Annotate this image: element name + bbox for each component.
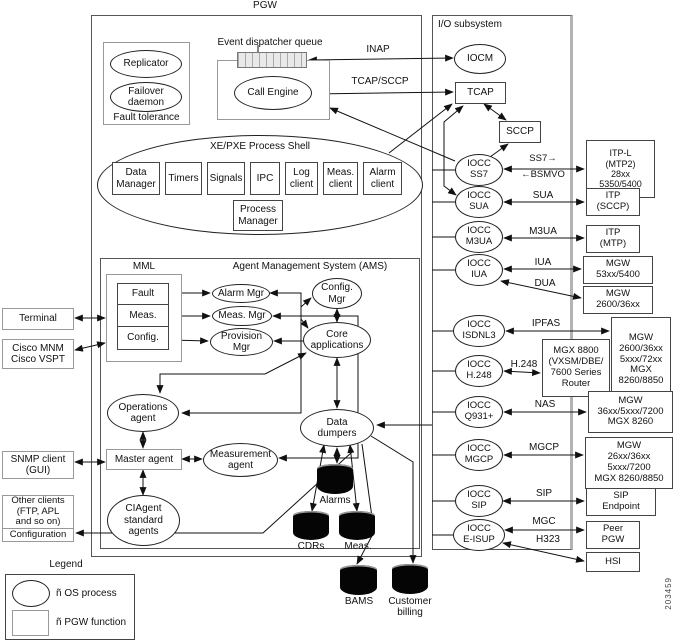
iocc-q931-process: IOCC Q931+	[455, 396, 503, 428]
bams-store-label: BAMS	[344, 595, 374, 607]
io-subsystem-title: I/O subsystem	[438, 19, 502, 31]
replicator-process: Replicator	[110, 50, 182, 78]
mgc-label: MGC	[532, 515, 556, 527]
iocc-sua-process: IOCC SUA	[455, 186, 503, 218]
call-engine-process: Call Engine	[234, 76, 312, 110]
other-clients-box: Other clients (FTP, APL and so on)	[2, 495, 74, 529]
iocc-h248-process: IOCC H.248	[455, 355, 503, 387]
operations-agent-process: Operations agent	[107, 394, 179, 432]
alarm-client-function: Alarm client	[363, 162, 402, 195]
itp-mtp-box: ITP (MTP)	[586, 225, 640, 253]
iocc-ss7-process: IOCC SS7	[455, 154, 503, 186]
event-dispatcher-queue	[237, 52, 307, 68]
pgw-title: PGW	[253, 0, 277, 12]
bams-store	[340, 565, 377, 595]
meas-client-function: Meas. client	[323, 162, 358, 195]
meas-store	[339, 511, 375, 540]
configuration-box: Configuration	[2, 528, 74, 542]
legend-os-process-label: ñ OS process	[56, 588, 117, 600]
cdrs-store-label: CDRs	[297, 540, 325, 552]
sip-label: SIP	[535, 487, 553, 499]
mgw-2600-mgx-box: MGW 2600/36xx 5xxx/72xx MGX 8260/8850	[611, 317, 671, 403]
ss7-label: SS7→	[529, 153, 557, 165]
h248-label: H.248	[510, 358, 538, 370]
log-client-function: Log client	[285, 162, 318, 195]
sip-endpoint-box: SIP Endpoint	[586, 488, 656, 516]
peer-pgw-box: Peer PGW	[586, 521, 640, 549]
terminal-box: Terminal	[2, 308, 74, 330]
mgw-5400-box: MGW 53xx/5400	[583, 256, 653, 284]
mgcp-label: MGCP	[529, 441, 559, 453]
cisco-mnm-vspt-box: Cisco MNM Cisco VSPT	[2, 339, 74, 369]
process-manager-function: Process Manager	[233, 200, 283, 231]
legend-os-process-shape	[12, 580, 50, 607]
xe-pxe-shell-title: XE/PXE Process Shell	[209, 141, 311, 153]
core-applications-process: Core applications	[303, 322, 371, 358]
data-dumpers-process: Data dumpers	[300, 409, 374, 447]
iocm-process: IOCM	[454, 44, 506, 74]
legend-title: Legend	[49, 559, 83, 571]
customer-billing-store	[392, 564, 428, 594]
fault-function: Fault	[117, 283, 169, 305]
itp-sccp-box: ITP (SCCP)	[586, 188, 640, 216]
alarms-store	[317, 464, 353, 494]
meas-store-label: Meas.	[344, 540, 372, 552]
mgw-7200-box: MGW 36xx/5xxx/7200 MGX 8260	[588, 391, 673, 433]
alarm-mgr-process: Alarm Mgr	[212, 284, 270, 303]
sccp-function: SCCP	[499, 121, 541, 143]
mgw-8850-box: MGW 26xx/36xx 5xxx/7200 MGX 8260/8850	[585, 437, 673, 489]
snmp-client-box: SNMP client (GUI)	[2, 451, 74, 479]
meas-mgr-process: Meas. Mgr	[212, 306, 272, 326]
mml-title: MML	[132, 261, 156, 273]
figure-number: 203459	[664, 577, 673, 610]
ipc-function: IPC	[250, 162, 280, 195]
dua-label: DUA	[534, 277, 556, 289]
m3ua-label: M3UA	[529, 225, 557, 237]
iocc-sip-process: IOCC SIP	[455, 485, 503, 517]
cdrs-store	[293, 511, 329, 540]
ams-title: Agent Management System (AMS)	[232, 261, 388, 273]
inap-protocol-label: INAP	[366, 44, 390, 56]
alarms-store-label: Alarms	[319, 494, 351, 506]
customer-billing-label: Customer billing	[388, 595, 432, 619]
measurement-agent-process: Measurement agent	[203, 443, 278, 477]
iocc-m3ua-process: IOCC M3UA	[455, 221, 503, 253]
fault-tolerance-label: Fault tolerance	[113, 112, 180, 124]
iua-label: IUA	[534, 256, 552, 268]
nas-label: NAS	[534, 398, 556, 410]
iocc-isdnl3-process: IOCC ISDNL3	[453, 315, 505, 347]
tcap-function: TCAP	[455, 82, 506, 104]
ipfas-label: IPFAS	[531, 317, 561, 329]
h323-label: H323	[536, 533, 560, 545]
bsmvo-label: ←BSMVO	[521, 169, 565, 181]
iocc-mgcp-process: IOCC MGCP	[455, 439, 503, 471]
sua-label: SUA	[532, 189, 554, 201]
tcap-sccp-protocol-label: TCAP/SCCP	[351, 76, 409, 88]
master-agent-box: Master agent	[106, 449, 182, 470]
config-mgr-process: Config. Mgr	[312, 278, 362, 309]
iocc-eisup-process: IOCC E-ISUP	[453, 519, 505, 551]
provision-mgr-process: Provision Mgr	[210, 328, 273, 356]
ams-box	[100, 258, 420, 549]
mgw-2600-box: MGW 2600/36xx	[583, 286, 653, 314]
legend-pgw-function-label: ñ PGW function	[56, 617, 127, 629]
legend-pgw-function-shape	[12, 610, 49, 636]
config-function: Config.	[117, 326, 169, 350]
pgw-box	[91, 15, 422, 557]
failover-daemon-process: Failover daemon	[110, 82, 182, 112]
ciagent-process: CIAgent standard agents	[107, 495, 180, 546]
event-dispatcher-queue-label: Event dispatcher queue	[217, 37, 323, 49]
data-manager-function: Data Manager	[112, 162, 160, 195]
meas-function: Meas.	[117, 304, 169, 327]
timers-function: Timers	[165, 162, 202, 195]
mgx-8800-box: MGX 8800 (VXSM/DBE/ 7600 Series Router	[542, 339, 610, 397]
signals-function: Signals	[207, 162, 245, 195]
iocc-iua-process: IOCC IUA	[455, 254, 503, 286]
hsi-box: HSI	[586, 552, 640, 572]
